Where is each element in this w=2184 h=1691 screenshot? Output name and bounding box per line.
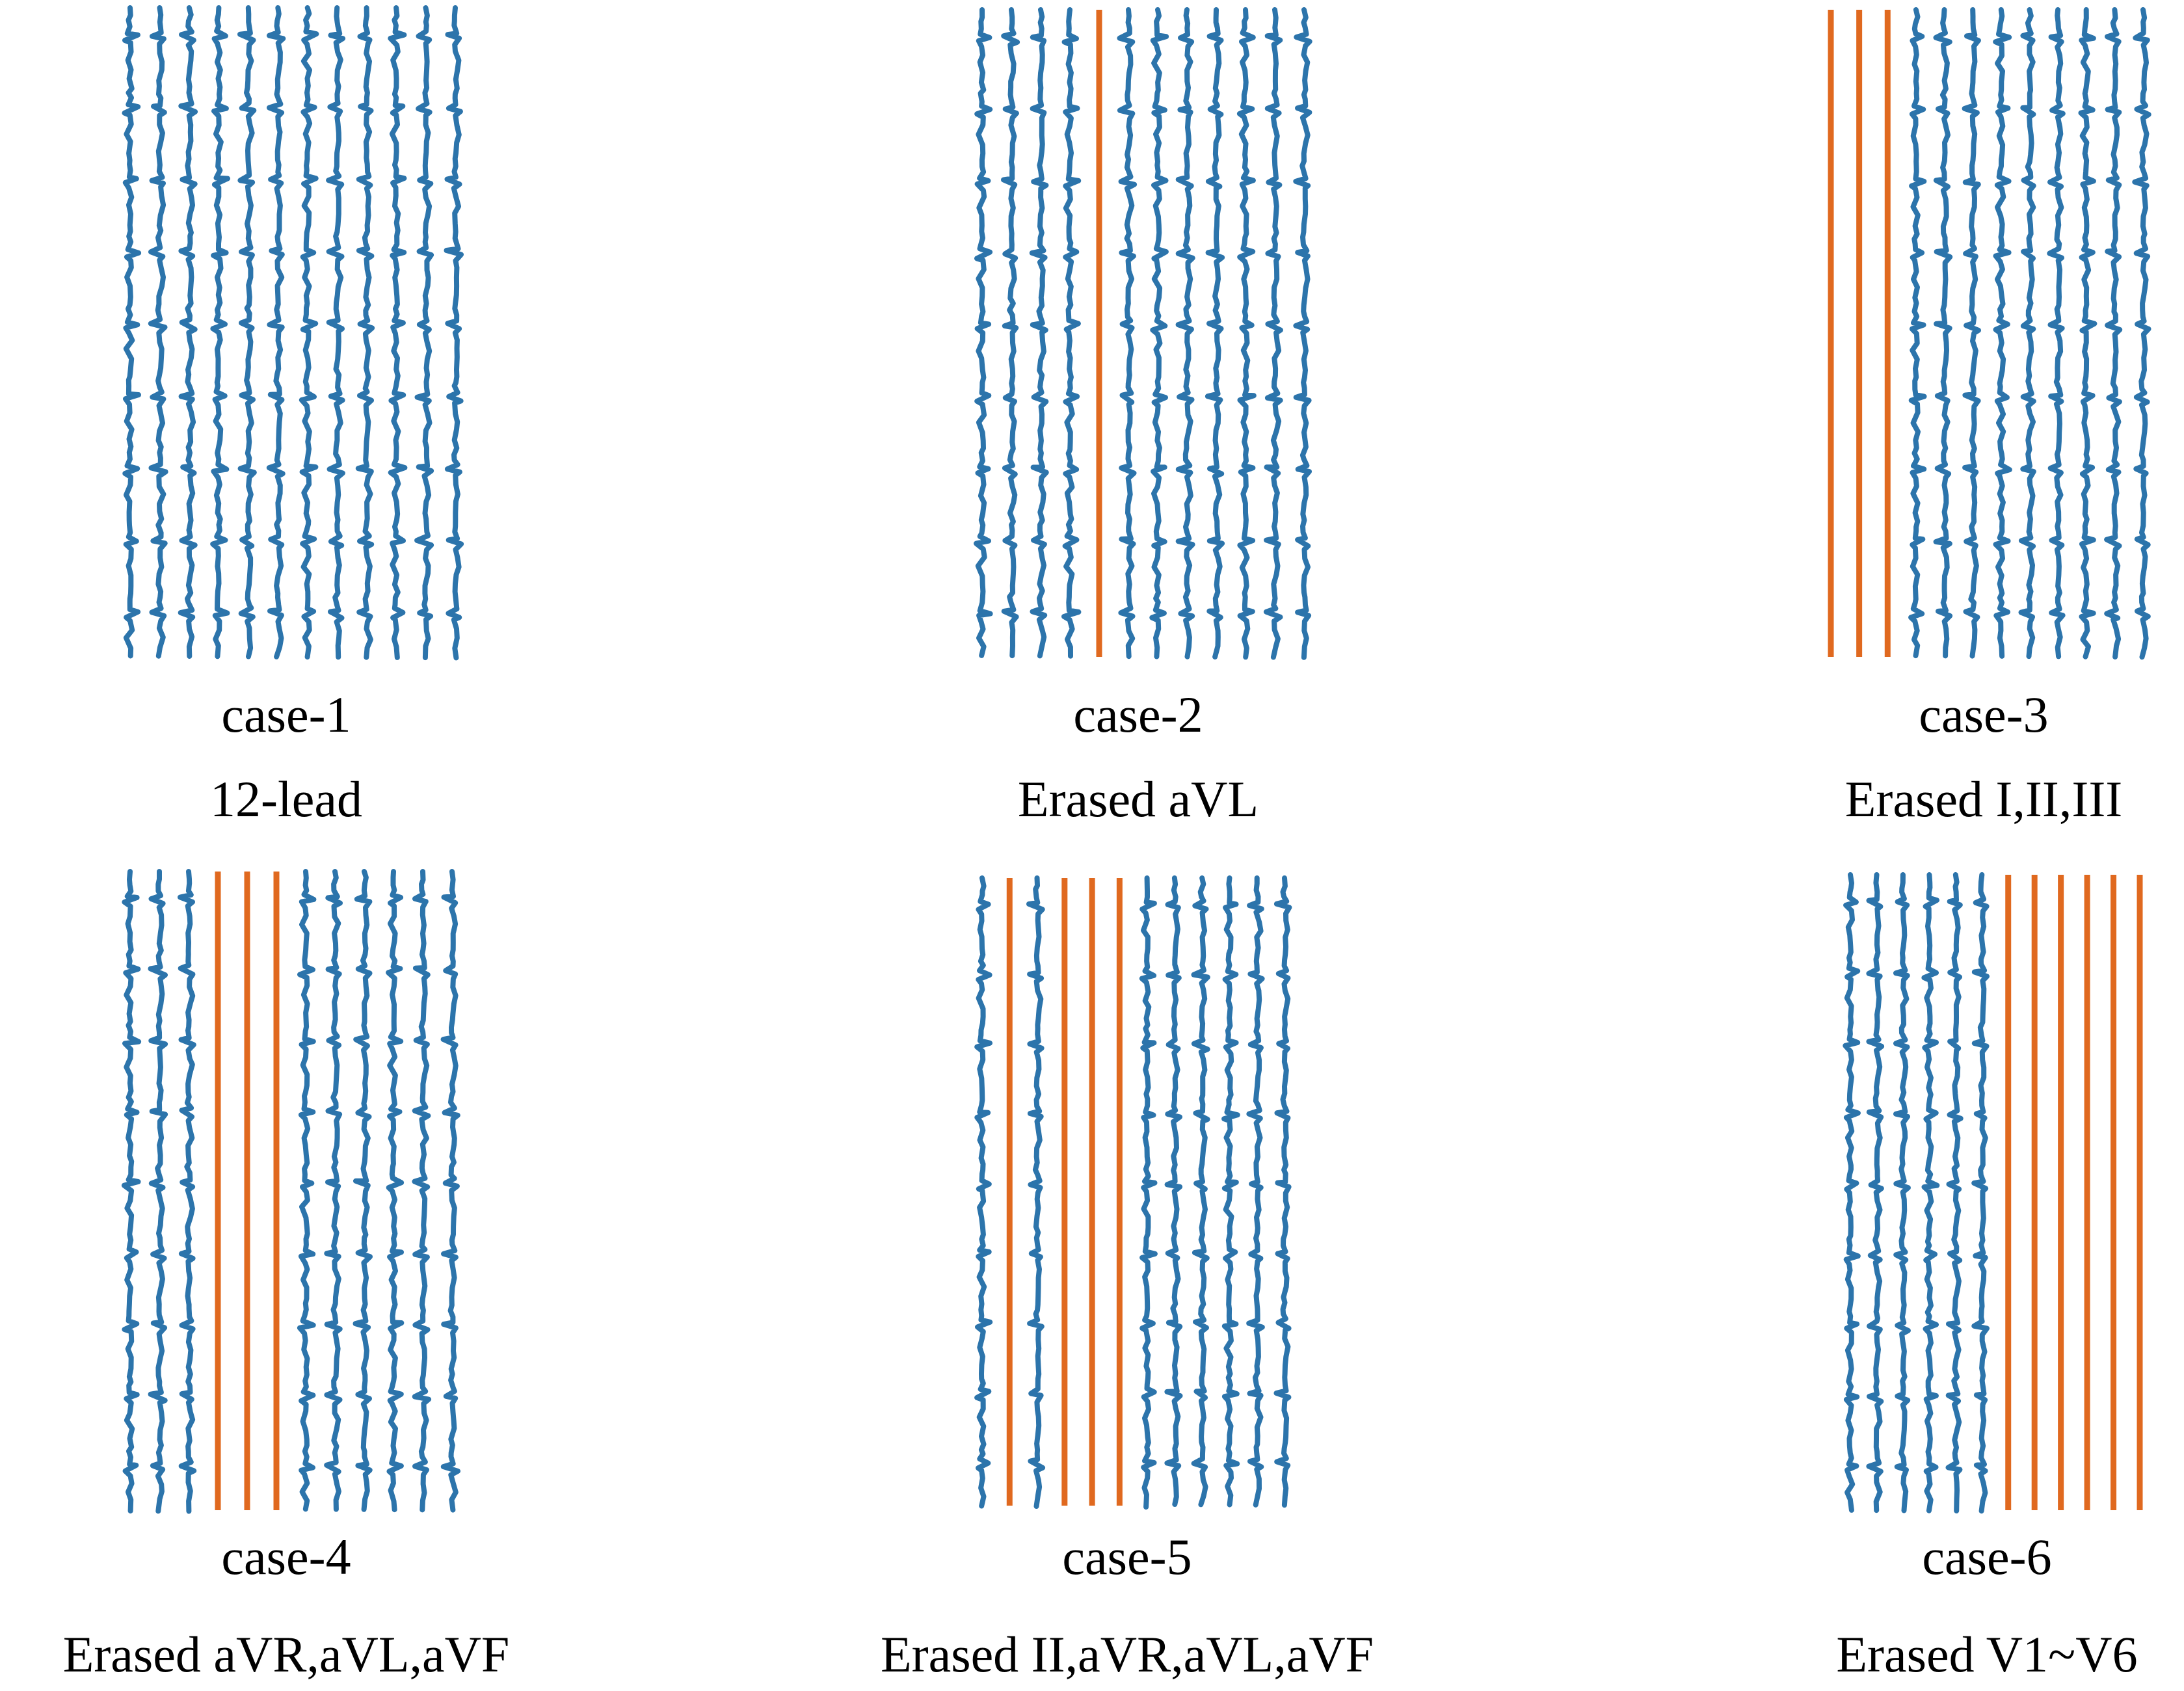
ecg-lead-trace [2132, 7, 2151, 660]
ecg-lead-trace [2078, 7, 2097, 659]
case-label-2: case-2 [1073, 686, 1203, 743]
ecg-lead-trace [266, 5, 286, 659]
panel-1 [122, 5, 464, 661]
ecg-lead-trace [1962, 7, 1981, 659]
ecg-lead-trace [1921, 872, 1940, 1513]
case-label-6: case-6 [1922, 1528, 2052, 1585]
case-desc-5: Erased II,aVR,aVL,aVF [880, 1626, 1374, 1683]
ecg-lead-trace [444, 5, 464, 661]
case-desc-1: 12-lead [210, 771, 362, 827]
ecg-lead-trace [1175, 7, 1195, 659]
case-label-4: case-4 [221, 1528, 351, 1585]
ecg-lead-trace [1971, 872, 1990, 1514]
ecg-lead-trace [1236, 7, 1257, 660]
ecg-lead-trace [178, 5, 198, 659]
ecg-lead-trace [1273, 875, 1292, 1508]
ecg-lead-trace [974, 7, 993, 658]
ecg-lead-trace [1866, 872, 1885, 1513]
ecg-lead-trace [1908, 7, 1927, 659]
case-desc-2: Erased aVL [1017, 771, 1259, 827]
ecg-lead-trace [1933, 7, 1953, 659]
panel-5 [974, 875, 1292, 1510]
ecg-lead-trace [1893, 872, 1911, 1513]
panel-4 [121, 869, 460, 1514]
ecg-lead-trace [974, 875, 993, 1509]
ecg-lead-trace [388, 5, 408, 660]
ecg-lead-trace [1263, 7, 1283, 660]
ecg-lead-trace [178, 869, 197, 1514]
ecg-lead-trace [324, 869, 343, 1512]
ecg-lead-trace [2047, 7, 2066, 659]
panel-2 [974, 7, 1312, 660]
case-desc-4: Erased aVR,aVL,aVF [62, 1626, 510, 1683]
ecg-lead-trace [1001, 7, 1020, 659]
ecg-lead-trace [2104, 7, 2123, 659]
ecg-lead-trace [1139, 875, 1158, 1510]
panel-6 [1843, 872, 2143, 1514]
ecg-lead-trace [1117, 7, 1138, 659]
ecg-lead-trace [1205, 7, 1225, 659]
ecg-lead-trace [297, 869, 317, 1512]
ecg-lead-trace [122, 5, 142, 659]
ecg-lead-trace [1221, 875, 1240, 1508]
ecg-lead-trace [355, 5, 375, 660]
ecg-lead-trace [386, 869, 405, 1513]
case-label-5: case-5 [1062, 1528, 1192, 1585]
ecg-lead-trace [1164, 875, 1183, 1507]
ecg-lead-trace [326, 5, 346, 660]
ecg-lead-trace [1246, 875, 1265, 1508]
case-label-3: case-3 [1919, 686, 2049, 743]
ecg-lead-trace [1293, 7, 1312, 660]
ecg-lead-trace [148, 869, 168, 1514]
ecg-lead-trace [1843, 872, 1861, 1513]
ecg-lead-trace [353, 869, 373, 1512]
ecg-lead-trace [1026, 875, 1046, 1509]
ecg-lead-trace [440, 869, 460, 1513]
ecg-lead-trace [1191, 875, 1210, 1508]
ecg-lead-trace [299, 5, 319, 660]
ecg-lead-trace [237, 5, 257, 659]
ecg-lead-trace [2018, 7, 2036, 659]
ecg-lead-trace [414, 5, 434, 661]
ecg-lead-trace [1061, 7, 1082, 659]
ecg-lead-trace [1993, 7, 2012, 659]
ecg-lead-trace [1029, 7, 1049, 659]
case-label-1: case-1 [221, 686, 351, 743]
ecg-lead-trace [412, 869, 432, 1513]
ecg-lead-trace [121, 869, 142, 1514]
case-desc-6: Erased V1~V6 [1836, 1626, 2138, 1683]
panel-3 [1828, 7, 2151, 660]
ecg-lead-trace [1945, 872, 1964, 1513]
ecg-lead-trace [210, 5, 230, 659]
ecg-lead-trace [148, 5, 168, 659]
ecg-lead-trace [1149, 7, 1169, 659]
case-desc-3: Erased I,II,III [1844, 771, 2123, 827]
